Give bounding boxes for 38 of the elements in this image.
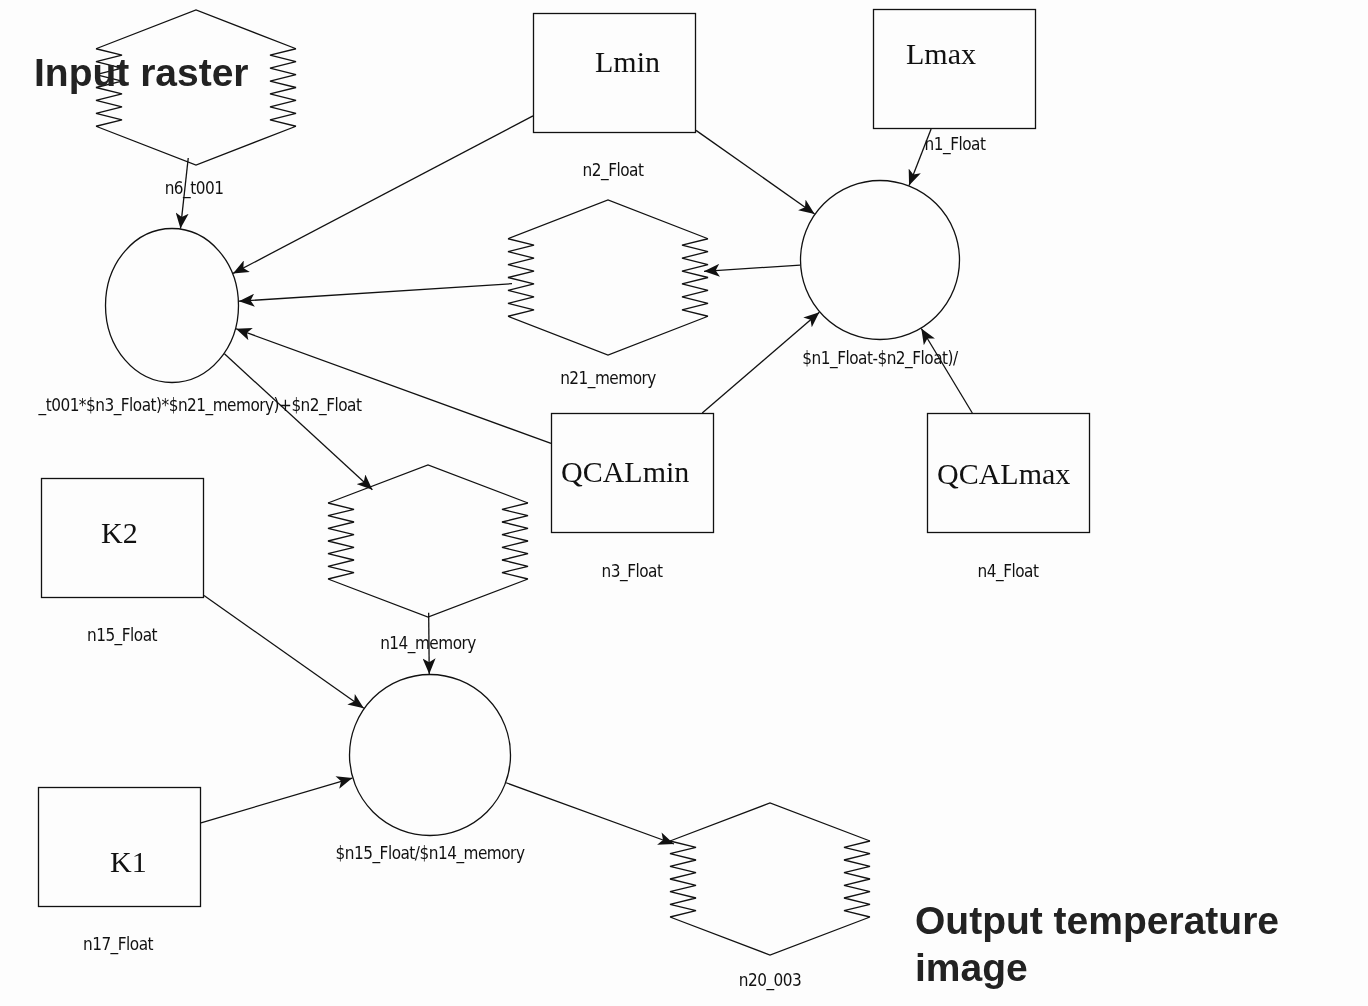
constant-label: Lmin xyxy=(595,45,660,79)
arrow xyxy=(203,594,365,709)
arrow xyxy=(505,782,675,845)
variable-name: n3_Float xyxy=(599,561,665,581)
constant-box xyxy=(38,787,201,907)
raster-stack xyxy=(508,200,708,355)
constant-box xyxy=(41,478,204,598)
constant-box xyxy=(533,13,696,133)
arrow xyxy=(703,263,801,277)
constant-box xyxy=(927,413,1090,533)
variable-name: n1_Float xyxy=(922,134,988,154)
arrow xyxy=(701,311,820,414)
function-circle xyxy=(105,228,239,383)
arrow xyxy=(223,353,374,491)
constant-box xyxy=(873,9,1036,129)
arrow xyxy=(238,283,513,307)
arrow xyxy=(200,776,353,824)
variable-name: n2_Float xyxy=(580,160,646,180)
arrow xyxy=(235,327,552,444)
raster-stack xyxy=(670,803,870,955)
constant-label: QCALmin xyxy=(561,455,690,489)
image-title: Output temperature image xyxy=(915,898,1281,991)
function-circle xyxy=(800,180,960,340)
variable-name: n21_memory xyxy=(558,368,658,388)
arrow xyxy=(175,157,189,230)
variable-name: $n15_Float/$n14_memory xyxy=(333,843,527,863)
raster-stack xyxy=(328,465,528,617)
constant-box xyxy=(551,413,714,533)
variable-name: n4_Float xyxy=(975,561,1041,581)
constant-label: Lmax xyxy=(906,37,976,71)
arrow xyxy=(232,115,534,275)
arrow xyxy=(695,129,816,215)
function-circle xyxy=(349,674,511,836)
constant-label: QCALmax xyxy=(937,457,1071,491)
arrow xyxy=(908,128,932,187)
constant-label: K1 xyxy=(110,845,147,879)
constant-label: K2 xyxy=(101,516,138,550)
arrow xyxy=(920,327,973,414)
